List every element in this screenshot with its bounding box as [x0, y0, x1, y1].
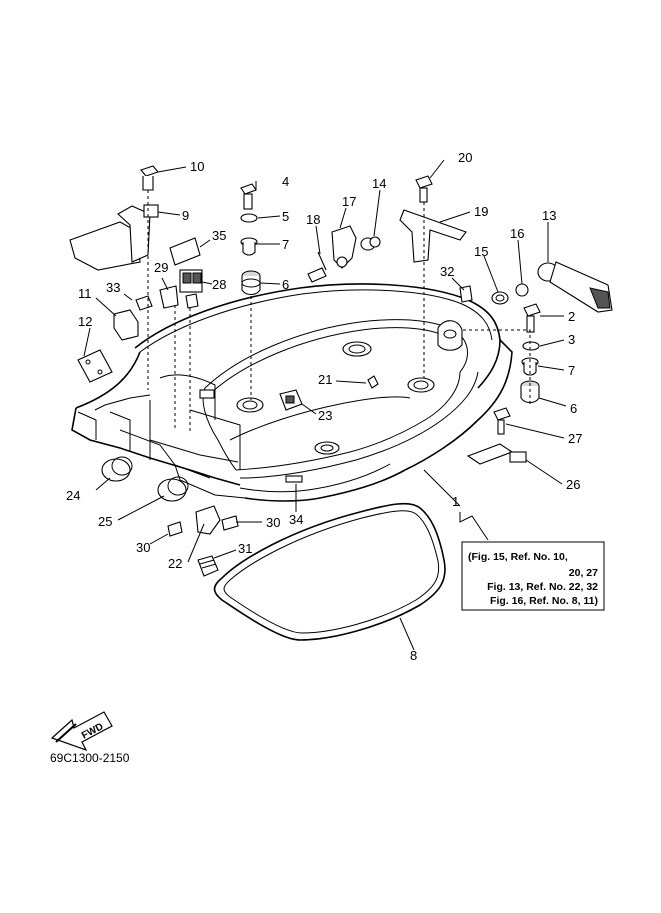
label-30b: 30: [266, 515, 280, 530]
label-14: 14: [372, 176, 386, 191]
label-2: 2: [568, 309, 575, 324]
label-26: 26: [566, 477, 580, 492]
label-3: 3: [568, 332, 575, 347]
bolt-10: [140, 165, 159, 191]
plug-22: [195, 505, 221, 535]
label-6b: 6: [570, 401, 577, 416]
label-35: [169, 237, 201, 266]
label-13: 13: [542, 208, 556, 223]
washer-5: [240, 213, 258, 223]
plate-12: [77, 349, 113, 383]
part-21: [367, 375, 379, 389]
label-25: 25: [98, 514, 112, 529]
label-35: 35: [212, 228, 226, 243]
grommet-6a: [241, 270, 261, 296]
part-33: [135, 295, 153, 311]
label-5: 5: [282, 209, 289, 224]
part-14: [360, 236, 381, 251]
part-23: [279, 389, 303, 411]
part-11: [113, 309, 139, 341]
switch-28-29: [159, 269, 203, 309]
label-7b: 7: [568, 363, 575, 378]
bolt-27: [493, 407, 511, 435]
part-17: [331, 225, 357, 269]
label-15: 15: [474, 244, 488, 259]
bolt-2: [523, 303, 541, 333]
label-32: 32: [440, 264, 454, 279]
part-19: [399, 209, 467, 263]
rubber-seal: [213, 502, 446, 641]
bolt-20: [415, 175, 433, 203]
bolt-18: [307, 251, 327, 283]
leader-lines: [83, 159, 567, 651]
ref-line-2: 20, 27: [569, 567, 598, 579]
washer-3: [522, 341, 540, 351]
label-16: 16: [510, 226, 524, 241]
label-23: 23: [318, 408, 332, 423]
label-10: 10: [190, 159, 204, 174]
part-number-labels: 10 9 4 5 7 6 35 28 29 33 11 12 18 17 14 …: [66, 150, 582, 663]
washer-16: [515, 283, 529, 297]
label-8: 8: [410, 648, 417, 663]
reference-box: (Fig. 15, Ref. No. 10, 20, 27 Fig. 13, R…: [461, 541, 605, 611]
label-7a: 7: [282, 237, 289, 252]
label-29: 29: [154, 260, 168, 275]
part-26: [466, 443, 527, 465]
ref-line-1: (Fig. 15, Ref. No. 10,: [468, 551, 568, 563]
fwd-arrow: FWD: [50, 711, 113, 752]
ref-line-4: Fig. 16, Ref. No. 8, 11): [490, 595, 598, 607]
label-33: 33: [106, 280, 120, 295]
ref-line-3: Fig. 13, Ref. No. 22, 32: [487, 581, 598, 593]
collar-7a: [240, 237, 258, 256]
plug-24: [101, 456, 133, 482]
label-24: 24: [66, 488, 80, 503]
label-22: 22: [168, 556, 182, 571]
label-11: 11: [78, 286, 92, 301]
label-30a: 30: [136, 540, 150, 555]
label-17: 17: [342, 194, 356, 209]
label-4: 4: [282, 174, 289, 189]
label-9: 9: [182, 208, 189, 223]
label-27: 27: [568, 431, 582, 446]
plug-25: [157, 476, 189, 502]
lever-13: [537, 261, 613, 313]
label-28: 28: [212, 277, 226, 292]
label-31: 31: [238, 541, 252, 556]
label-20: 20: [458, 150, 472, 165]
label-12: 12: [78, 314, 92, 329]
label-21: 21: [318, 372, 332, 387]
bolt-4: [240, 183, 257, 210]
bottom-cowling: [71, 283, 513, 502]
pad-30b: [221, 515, 239, 531]
plug-31: [197, 555, 219, 577]
part-32: [459, 285, 473, 303]
label-18: 18: [306, 212, 320, 227]
pad-30a: [167, 521, 183, 537]
bracket-9: [69, 204, 159, 271]
label-6a: 6: [282, 277, 289, 292]
diagram-code: 69C1300-2150: [50, 751, 130, 765]
bushing-15: [491, 291, 509, 305]
label-1: 1: [452, 494, 459, 509]
label-34: 34: [289, 512, 303, 527]
label-19: 19: [474, 204, 488, 219]
